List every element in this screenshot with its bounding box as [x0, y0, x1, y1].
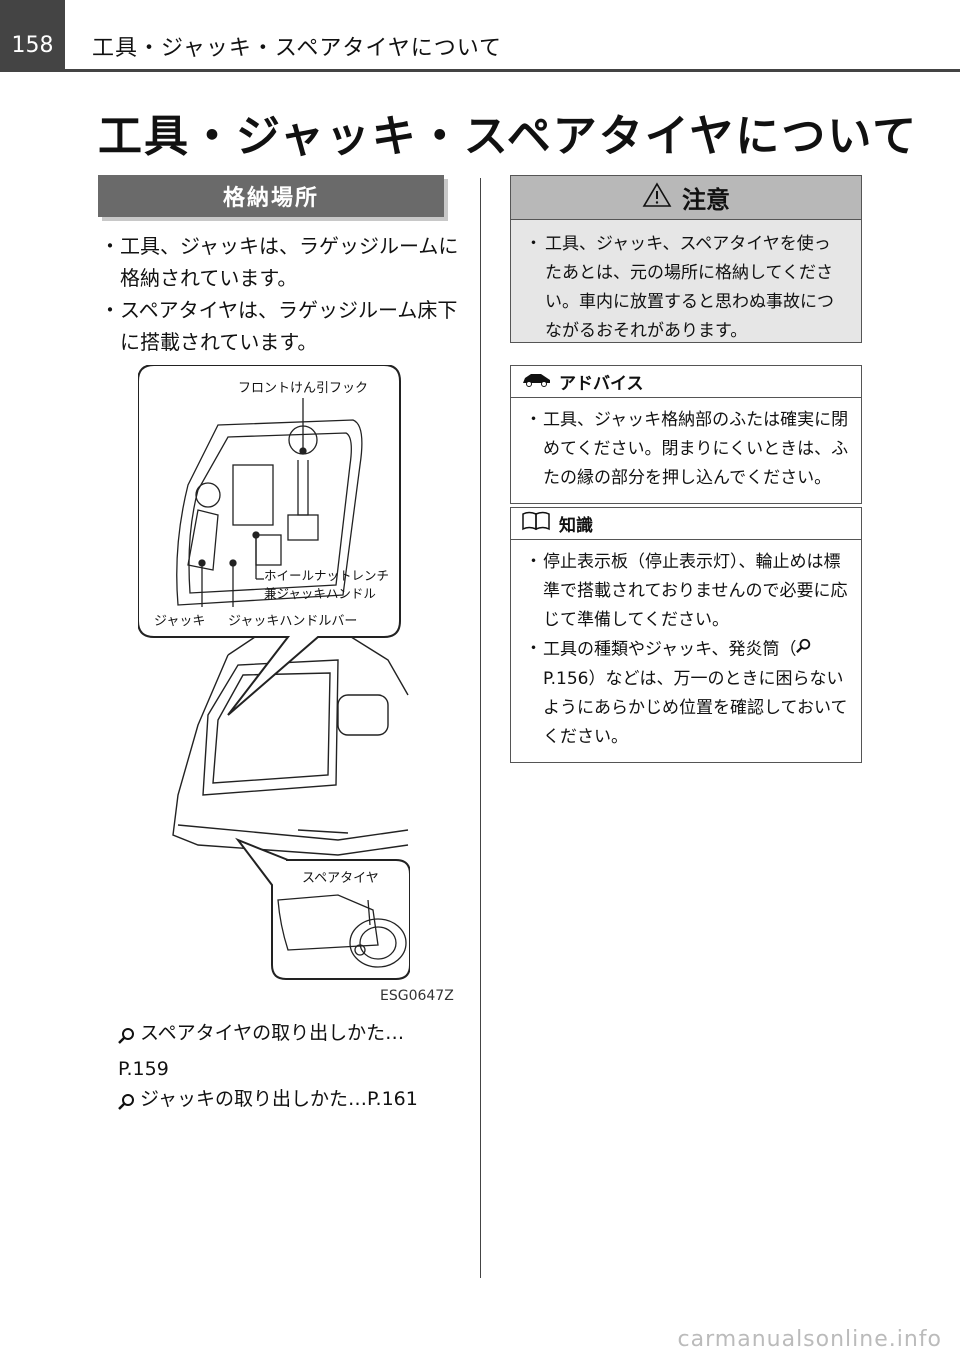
caution-header: 注意 — [511, 176, 861, 220]
callout-bubble-top — [138, 365, 401, 716]
knowledge-title: 知識 — [559, 516, 593, 536]
knowledge-header: 知識 — [511, 508, 861, 540]
magnifier-icon — [118, 1024, 140, 1054]
reference-page[interactable]: P.159 — [118, 1058, 169, 1080]
watermark: carmanualsonline.info — [677, 1327, 942, 1352]
bullet-mark: ・ — [100, 234, 120, 258]
caution-title: 注意 — [682, 186, 730, 214]
label-towing-hook: フロントけん引フック — [238, 381, 368, 396]
caution-body: ・ 工具、ジャッキ、スペアタイヤを使ったあとは、元の場所に格納してください。車内… — [511, 220, 861, 346]
storage-illustration: フロントけん引フック ホイールナットレンチ 兼ジャッキハンドル ジャッキ ジャッ… — [138, 365, 410, 980]
bullet-text: 工具、ジャッキは、ラゲッジルームに格納されています。 — [120, 234, 459, 290]
knowledge-text: 停止表示板（停止表示灯）、輪止めは標準で搭載されておりませんので必要に応じて準備… — [543, 552, 848, 630]
header-rule — [65, 69, 960, 72]
advice-body: ・ 工具、ジャッキ格納部のふたは確実に閉めてください。閉まりにくいときは、ふたの… — [511, 398, 861, 503]
tool-compartment-drawing — [176, 419, 363, 606]
knowledge-box: 知識 ・ 停止表示板（停止表示灯）、輪止めは標準で搭載されておりませんので必要に… — [510, 507, 862, 763]
list-item: ・ 工具、ジャッキ、スペアタイヤを使ったあとは、元の場所に格納してください。車内… — [525, 230, 847, 346]
list-item: ・ 工具の種類やジャッキ、発炎筒（ P.156）などは、万一のときに困らないよう… — [525, 635, 851, 752]
callout-bubble-spare — [235, 837, 410, 980]
bullet-mark: ・ — [525, 234, 542, 254]
section-heading: 格納場所 — [98, 175, 444, 217]
bullet-mark: ・ — [525, 552, 542, 572]
leader-lines — [198, 398, 307, 607]
knowledge-body: ・ 停止表示板（停止表示灯）、輪止めは標準で搭載されておりませんので必要に応じて… — [511, 540, 861, 762]
knowledge-text-part: 工具の種類やジャッキ、発炎筒（ — [543, 639, 797, 660]
car-rear-drawing — [172, 634, 409, 856]
warning-icon — [642, 181, 672, 214]
magnifier-icon — [118, 1090, 140, 1120]
figure-id: ESG0647Z — [380, 988, 454, 1004]
list-item: ・ 工具、ジャッキ格納部のふたは確実に閉めてください。閉まりにくいときは、ふたの… — [525, 406, 851, 493]
reference-list: スペアタイヤの取り出しかた… P.159 ジャッキの取り出しかた…P.161 — [118, 1018, 463, 1120]
column-divider — [480, 178, 481, 1278]
car-icon — [521, 371, 551, 392]
list-item: ジャッキの取り出しかた…P.161 — [118, 1084, 463, 1120]
advice-title: アドバイス — [559, 374, 644, 394]
spare-tire-drawing — [277, 894, 407, 968]
list-item: ・ 停止表示板（停止表示灯）、輪止めは標準で搭載されておりませんので必要に応じて… — [525, 548, 851, 635]
bullet-mark: ・ — [525, 410, 542, 430]
magnifier-icon — [796, 635, 812, 664]
page-title: 工具・ジャッキ・スペアタイヤについて — [98, 111, 919, 162]
left-bullet-list: ・ 工具、ジャッキは、ラゲッジルームに格納されています。 ・ スペアタイヤは、ラ… — [100, 230, 460, 358]
bullet-text: スペアタイヤは、ラゲッジルーム床下に搭載されています。 — [120, 298, 458, 354]
reference-text: スペアタイヤの取り出しかた… — [140, 1022, 405, 1044]
advice-text: 工具、ジャッキ格納部のふたは確実に閉めてください。閉まりにくいときは、ふたの縁の… — [543, 410, 849, 488]
label-nut-wrench: ホイールナットレンチ — [264, 568, 389, 583]
caution-box: 注意 ・ 工具、ジャッキ、スペアタイヤを使ったあとは、元の場所に格納してください… — [510, 175, 862, 343]
label-jack-handle: 兼ジャッキハンドル — [264, 586, 376, 601]
list-item: ・ スペアタイヤは、ラゲッジルーム床下に搭載されています。 — [100, 294, 460, 358]
label-jack: ジャッキ — [154, 614, 205, 629]
label-spare-tire: スペアタイヤ — [302, 871, 379, 886]
advice-box: アドバイス ・ 工具、ジャッキ格納部のふたは確実に閉めてください。閉まりにくいと… — [510, 365, 862, 504]
bullet-mark: ・ — [100, 298, 120, 322]
advice-header: アドバイス — [511, 366, 861, 398]
knowledge-text-part: P.156）などは、万一のときに困らないようにあらかじめ位置を確認しておいてくだ… — [543, 668, 848, 747]
label-jack-bar: ジャッキハンドルバー — [228, 614, 357, 629]
reference-text[interactable]: ジャッキの取り出しかた…P.161 — [140, 1088, 418, 1110]
header-title: 工具・ジャッキ・スペアタイヤについて — [92, 36, 503, 61]
page-number: 158 — [0, 0, 65, 72]
list-item: ・ 工具、ジャッキは、ラゲッジルームに格納されています。 — [100, 230, 460, 294]
knowledge-text: 工具の種類やジャッキ、発炎筒（ P.156）などは、万一のときに困らないようにあ… — [543, 635, 851, 752]
caution-text: 工具、ジャッキ、スペアタイヤを使ったあとは、元の場所に格納してください。車内に放… — [545, 234, 834, 341]
bullet-mark: ・ — [525, 639, 542, 659]
book-icon — [521, 511, 551, 536]
list-item: スペアタイヤの取り出しかた… — [118, 1018, 463, 1054]
